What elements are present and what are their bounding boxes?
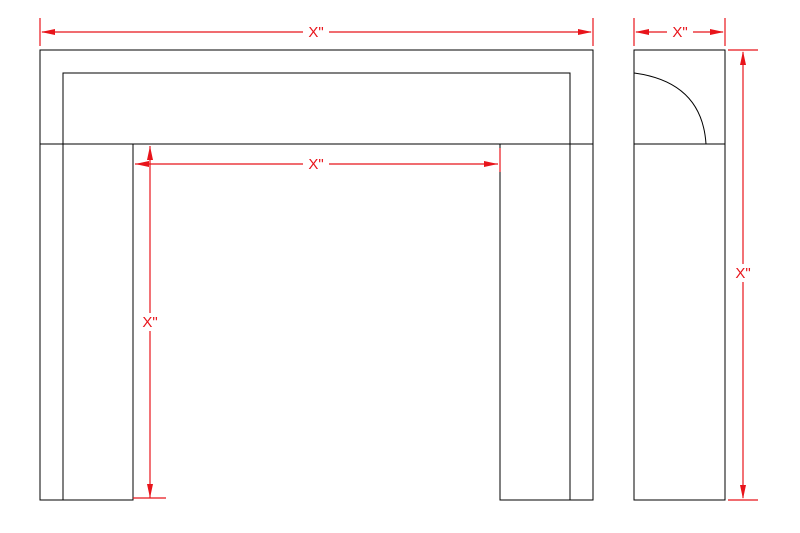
dimensions: X" X" X" X" [39, 18, 758, 501]
dim-label-side-height: X" [735, 265, 750, 282]
front-elevation [39, 49, 594, 501]
front-inner-panel [62, 72, 571, 500]
dim-opening-width: X" [135, 148, 501, 173]
arrow-down [147, 484, 153, 498]
arrow-left [635, 29, 649, 35]
dim-label-side-depth: X" [672, 24, 687, 41]
side-profile-arc [633, 72, 707, 145]
dim-label-opening-height: X" [142, 314, 157, 331]
dim-side-depth: X" [633, 18, 726, 46]
dim-opening-height: X" [133, 146, 166, 499]
arrow-up [147, 146, 153, 160]
arrow-up [740, 51, 746, 65]
side-elevation [633, 49, 726, 501]
arrow-down [740, 485, 746, 499]
arrow-left [135, 161, 149, 167]
dim-label-opening-width: X" [308, 156, 323, 173]
arrow-right [484, 161, 498, 167]
arrow-right [710, 29, 724, 35]
side-outline [633, 49, 726, 501]
dim-side-height: X" [728, 49, 758, 501]
dim-overall-width: X" [39, 18, 594, 46]
arrow-right [578, 29, 592, 35]
front-outer-outline [39, 49, 594, 501]
dim-label-overall-width: X" [308, 24, 323, 41]
arrow-left [41, 29, 55, 35]
